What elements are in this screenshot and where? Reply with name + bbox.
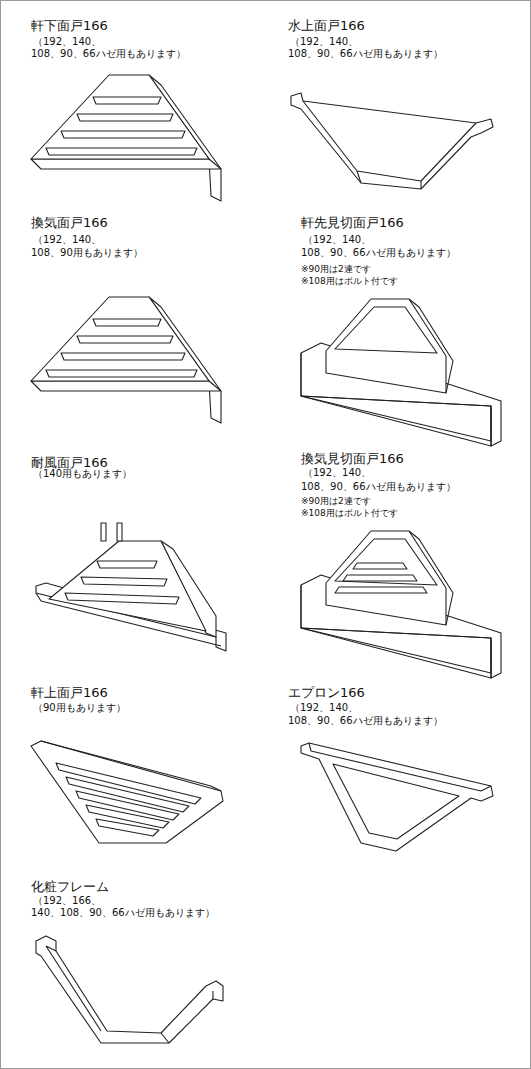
product-note: （192、140、 — [303, 234, 371, 246]
product-note: 108、90、66ハゼ用もあります） — [301, 247, 456, 259]
product-note: （140用もあります） — [33, 468, 132, 480]
product-note: ※108用はボルト付です — [301, 276, 398, 287]
product-note: （192、140、 — [33, 234, 101, 246]
taifu-mendo — [36, 523, 226, 651]
nokiue-mendo — [31, 741, 223, 843]
product-name: 水上面戸166 — [288, 18, 365, 34]
nokishita-mendo — [31, 75, 221, 201]
product-note: （90用もあります） — [33, 702, 126, 714]
product-note: 108、90用もあります） — [31, 247, 143, 259]
product-name: 換気見切面戸166 — [301, 451, 404, 467]
kesho-frame — [36, 936, 223, 1043]
product-name: 化粧フレーム — [31, 879, 109, 895]
product-note: 108、90、66ハゼ用もあります） — [301, 481, 456, 493]
product-note: （192、140、 — [290, 36, 358, 48]
apron — [301, 743, 493, 851]
product-note: （192、166、 — [33, 895, 101, 907]
product-note: ※108用はボルト付です — [301, 508, 398, 519]
kanki-mendo — [31, 297, 221, 423]
product-note: （192、140、 — [33, 36, 101, 48]
product-name: 軒下面戸166 — [31, 18, 108, 34]
product-name: 軒先見切面戸166 — [301, 215, 404, 231]
product-note: 108、90、66ハゼ用もあります） — [288, 48, 443, 60]
product-note: （192、140、 — [303, 467, 371, 479]
product-note: ※90用は2連です — [301, 496, 371, 507]
product-note: （192、140、 — [290, 702, 358, 714]
product-note: 140、108、90、66ハゼ用もあります） — [31, 907, 215, 919]
kanki-mikiri-mendo — [301, 531, 501, 678]
product-note: 108、90、66ハゼ用もあります） — [288, 715, 443, 727]
product-name: 軒上面戸166 — [31, 685, 108, 701]
product-note: ※90用は2連です — [301, 264, 371, 275]
product-note: 108、90、66ハゼ用もあります） — [31, 48, 186, 60]
nokisaki-mikiri-mendo — [301, 299, 501, 446]
product-name: 換気面戸166 — [31, 215, 108, 231]
mizukami-mendo — [291, 93, 493, 189]
product-name: エプロン166 — [288, 685, 365, 701]
